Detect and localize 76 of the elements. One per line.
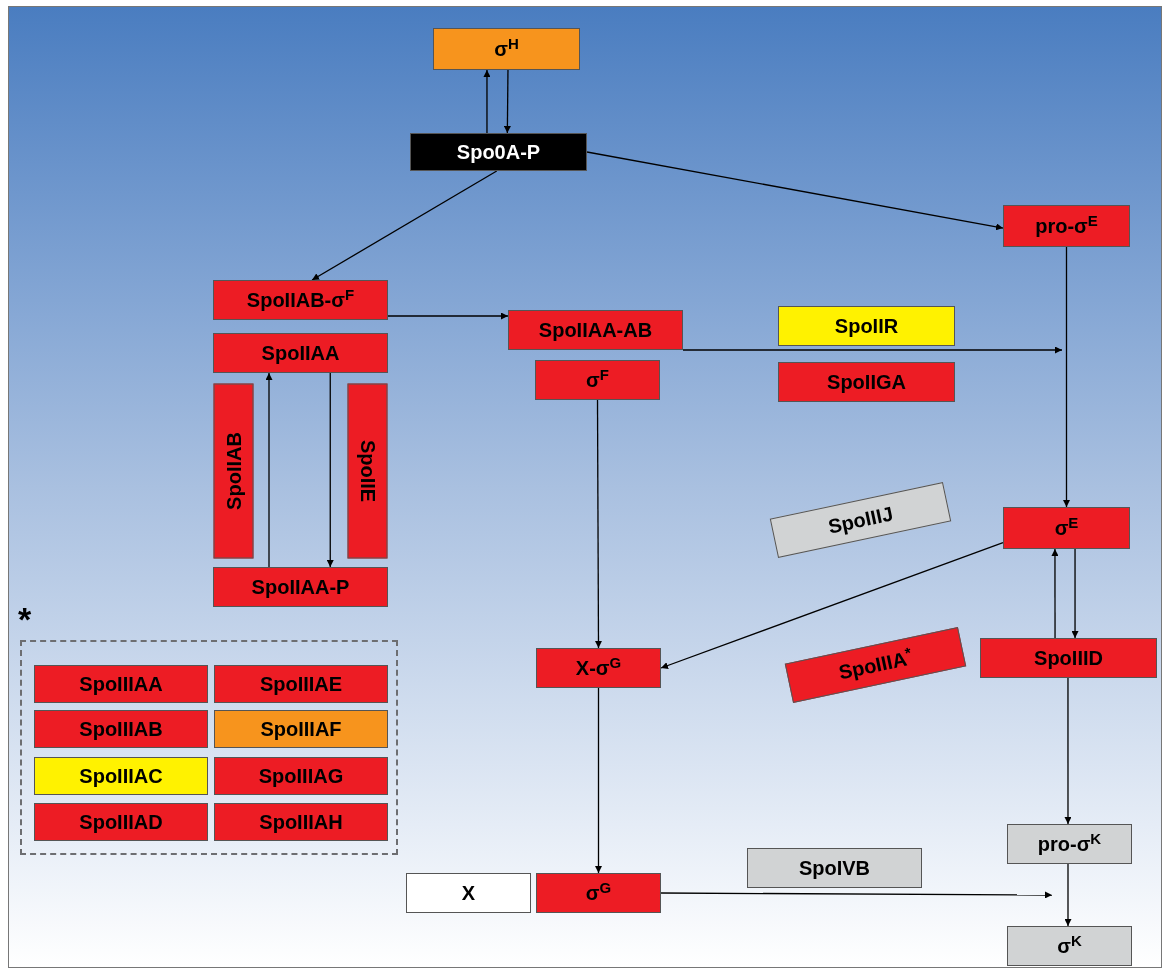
protein-box (747, 848, 922, 888)
protein-box (213, 280, 388, 320)
protein-label: SpoIIAA-AB (538, 320, 653, 340)
protein-box (214, 803, 388, 841)
protein-box (34, 710, 208, 748)
protein-box (213, 383, 253, 558)
protein-label: SpoIIIAA (79, 674, 163, 694)
arrow (595, 687, 602, 874)
arrow (1051, 548, 1059, 639)
arrow (586, 151, 1004, 231)
protein-box (406, 873, 531, 913)
arrow (1063, 246, 1070, 508)
protein-box (214, 757, 388, 795)
protein-label: SpoIIE (357, 439, 377, 502)
protein-box (433, 28, 580, 70)
protein-label: SpoIIIJ (826, 503, 895, 537)
protein-box (213, 567, 388, 607)
protein-box (778, 362, 955, 402)
arrow (660, 542, 1004, 669)
protein-box (536, 648, 661, 688)
arrow (1071, 548, 1079, 639)
protein-box (213, 333, 388, 373)
arrow (387, 312, 509, 320)
protein-label: SpoIIAB (223, 431, 243, 510)
protein-label: σ$^{H}$ (494, 39, 519, 59)
arrow (503, 69, 511, 134)
protein-label: σ$^{F}$ (586, 370, 609, 390)
protein-box (410, 133, 587, 171)
protein-box (535, 360, 660, 400)
arrow (1064, 677, 1072, 825)
arrow (594, 399, 602, 649)
arrow (311, 170, 498, 281)
protein-box (347, 383, 387, 558)
protein-box (34, 665, 208, 703)
protein-label: SpoIIIAG (258, 766, 344, 786)
protein-label: pro-σ$^{E}$ (1035, 216, 1098, 236)
protein-box (34, 757, 208, 795)
protein-box (778, 306, 955, 346)
protein-label: σ$^{K}$ (1057, 936, 1082, 956)
protein-label: X (461, 883, 476, 903)
protein-box (980, 638, 1157, 678)
protein-label: SpoIIR (834, 316, 899, 336)
protein-label: SpoIIAB-σ$^{F}$ (246, 290, 355, 310)
arrow (326, 372, 334, 568)
protein-label: σ$^{E}$ (1054, 518, 1079, 538)
protein-label: SpoIIIAC (79, 766, 163, 786)
protein-label: SpoIIIA$^{*}$ (836, 647, 914, 683)
arrow (265, 372, 273, 568)
protein-box (34, 803, 208, 841)
protein-box (536, 873, 661, 913)
protein-label: SpoIIIAF (260, 719, 342, 739)
protein-box (214, 665, 388, 703)
footnote-mark: * (18, 602, 32, 636)
protein-label: X-σ$^{G}$ (575, 658, 622, 678)
protein-box (1007, 824, 1132, 864)
protein-label: SpoIIIAH (259, 812, 343, 832)
protein-box (508, 310, 683, 350)
protein-label: Spo0A-P (456, 142, 541, 162)
protein-box (214, 710, 388, 748)
arrow (660, 891, 1053, 899)
protein-box (1003, 205, 1130, 247)
protein-label: SpoIIAA-P (251, 577, 350, 597)
protein-label: SpoIIIAD (79, 812, 163, 832)
protein-label: SpoIIAA (261, 343, 340, 363)
protein-label: σ$^{G}$ (585, 883, 612, 903)
protein-label: SpoIVB (798, 858, 871, 878)
arrow (682, 346, 1063, 354)
protein-label: pro-σ$^{K}$ (1037, 834, 1102, 854)
arrow (1064, 863, 1072, 927)
protein-box (1007, 926, 1132, 966)
arrow (483, 69, 491, 134)
protein-label: SpoIIIAB (79, 719, 163, 739)
protein-box (1003, 507, 1130, 549)
protein-label: SpoIIIAE (259, 674, 343, 694)
protein-label: SpoIIID (1034, 648, 1103, 668)
protein-label: SpoIIGA (827, 372, 906, 392)
